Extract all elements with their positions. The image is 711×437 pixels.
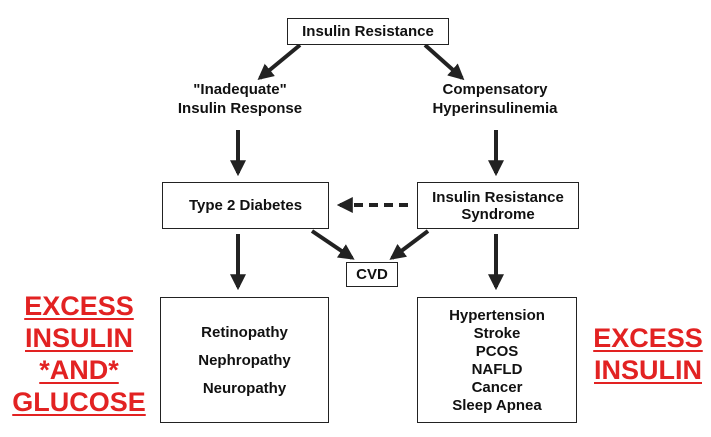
- insulin-resistance-label: Insulin Resistance: [302, 23, 434, 40]
- arrow-irs-to-cvd: [389, 229, 430, 260]
- insulin-resistance-box: Insulin Resistance: [287, 18, 449, 45]
- list-item: Retinopathy: [201, 323, 288, 341]
- hyperinsulinemia-conditions-box: Hypertension Stroke PCOS NAFLD Cancer Sl…: [417, 297, 577, 423]
- list-item: Neuropathy: [202, 379, 287, 397]
- list-item: Nephropathy: [198, 351, 291, 369]
- arrow-t2d-to-cvd: [310, 229, 355, 260]
- microvascular-complications-box: Retinopathy Nephropathy Neuropathy: [160, 297, 329, 423]
- list-item: NAFLD: [471, 360, 523, 378]
- excess-insulin-annotation: EXCESS INSULIN: [593, 323, 703, 385]
- list-item: Cancer: [471, 378, 523, 396]
- list-item: Sleep Apnea: [452, 396, 542, 414]
- excess-insulin-and-glucose-annotation: EXCESS INSULIN *AND* GLUCOSE: [12, 291, 146, 417]
- insulin-resistance-syndrome-box: Insulin Resistance Syndrome: [417, 182, 579, 229]
- list-item: Hypertension: [449, 306, 545, 324]
- inadequate-response-label: "Inadequate" Insulin Response: [177, 81, 303, 117]
- cvd-box: CVD: [346, 262, 398, 287]
- list-item: Stroke: [473, 324, 521, 342]
- arrow-ir-to-inadequate: [257, 43, 302, 81]
- compensatory-hyperinsulinemia-label: Compensatory Hyperinsulinemia: [432, 81, 558, 117]
- type2-diabetes-box: Type 2 Diabetes: [162, 182, 329, 229]
- arrow-ir-to-compensatory: [423, 43, 465, 81]
- list-item: PCOS: [475, 342, 519, 360]
